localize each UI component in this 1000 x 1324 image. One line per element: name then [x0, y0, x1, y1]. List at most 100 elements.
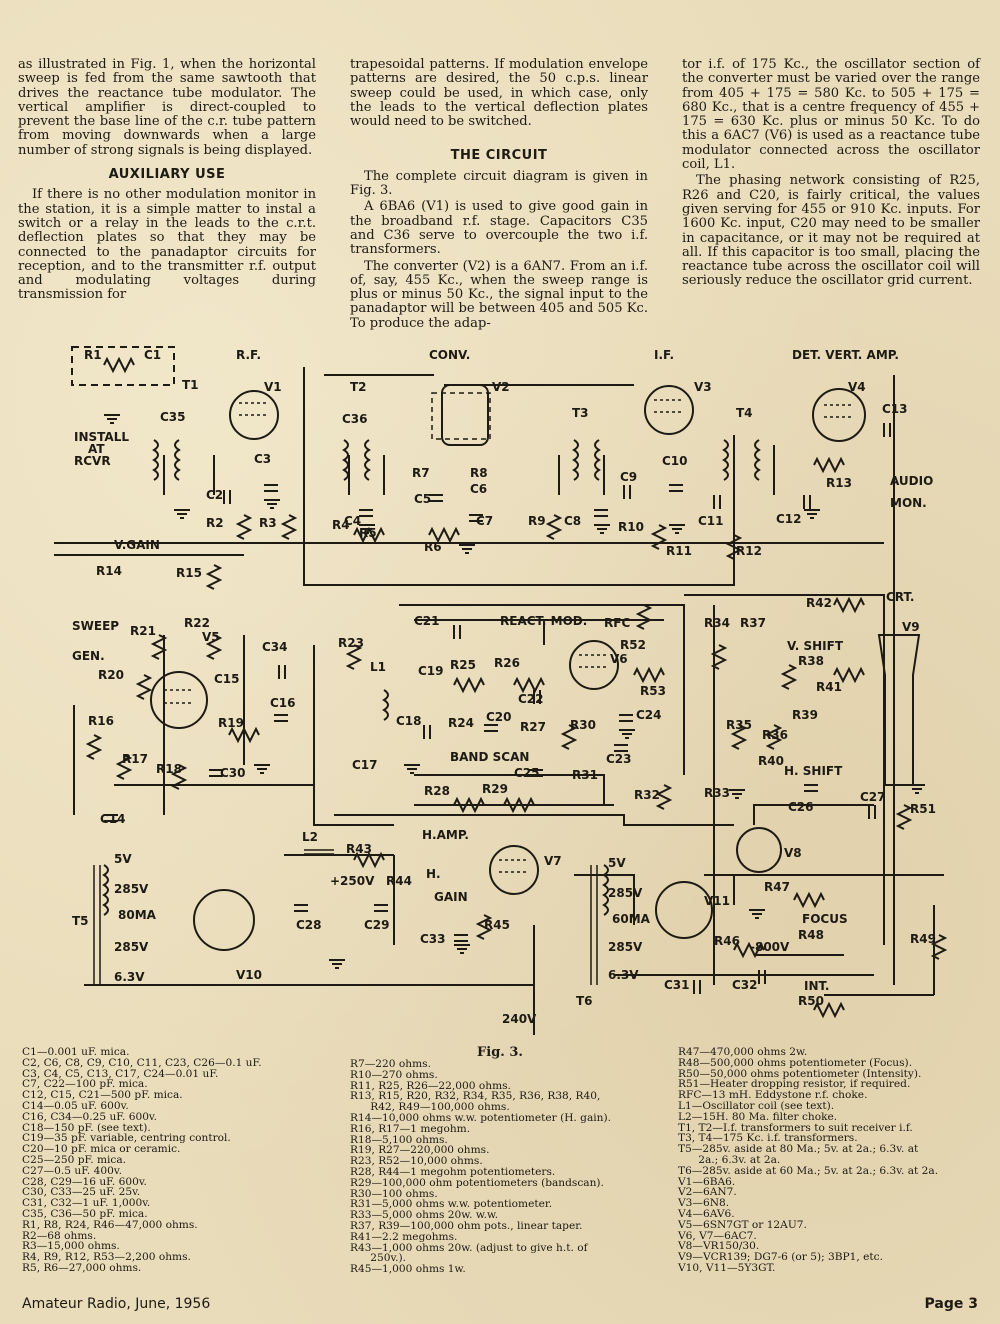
schematic-label: T1	[182, 378, 199, 392]
schematic-label: R43	[346, 842, 372, 856]
schematic-label: V2	[492, 380, 510, 394]
schematic-label: R35	[726, 718, 752, 732]
schematic-label: C15	[214, 672, 240, 686]
schematic-label: C6	[470, 482, 487, 496]
schematic-label: R26	[494, 656, 520, 670]
schematic-label: CONV.	[429, 348, 470, 362]
parts-column-1: C1—0.001 uF. mica.C2, C6, C8, C9, C10, C…	[22, 1047, 332, 1287]
parts-list-entry: R48—500,000 ohms potentiometer (Focus).	[678, 1056, 913, 1069]
parts-list-entry: R28, R44—1 megohm potentiometers.	[350, 1165, 556, 1178]
schematic-label: C22	[518, 692, 544, 706]
schematic-label: L1	[370, 660, 386, 674]
schematic-label: C32	[732, 978, 758, 992]
parts-list-entry: R10—270 ohms.	[350, 1068, 438, 1081]
schematic-label: T2	[350, 380, 367, 394]
schematic-label: FOCUS	[802, 912, 848, 926]
schematic-label: R18	[156, 762, 182, 776]
schematic-label: C25	[514, 766, 540, 780]
parts-list-entry: C30, C33—25 uF. 25v.	[22, 1186, 141, 1199]
schematic-label: I.F.	[654, 348, 674, 362]
schematic-label: R48	[798, 928, 824, 942]
schematic-label: R20	[98, 668, 124, 682]
schematic-label: 6.3V	[608, 968, 639, 982]
paragraph: A 6BA6 (V1) is used to give good gain in…	[350, 199, 648, 258]
parts-list-entry: V8—VR150/30.	[678, 1240, 760, 1253]
schematic-label: 285V	[608, 886, 643, 900]
parts-list-entry: L1—Oscillator coil (see text).	[678, 1099, 835, 1112]
circuit-symbols	[71, 346, 948, 1019]
page-footer: Amateur Radio, June, 1956 Page 3	[22, 1296, 978, 1312]
parts-list-entry: C35, C36—50 pF. mica.	[22, 1207, 148, 1220]
paragraph: tor i.f. of 175 Kc., the oscillator sect…	[682, 57, 980, 173]
schematic-label: R6	[424, 540, 442, 554]
paragraph: The phasing network consisting of R25, R…	[682, 173, 980, 289]
schematic-label: R5	[359, 526, 377, 540]
article-column-1: as illustrated in Fig. 1, when the horiz…	[18, 57, 316, 343]
schematic-label: C36	[342, 412, 368, 426]
schematic-label: V9	[902, 620, 920, 634]
schematic-label: GAIN	[434, 890, 468, 904]
schematic-label: C30	[220, 766, 246, 780]
schematic-label: 60MA	[612, 912, 651, 926]
parts-list-entry: R37, R39—100,000 ohm pots., linear taper…	[350, 1219, 583, 1232]
schematic-label: R53	[640, 684, 666, 698]
parts-list-entry: C12, C15, C21—500 pF. mica.	[22, 1089, 183, 1102]
schematic-label: C7	[476, 514, 493, 528]
schematic-label: C13	[882, 402, 908, 416]
schematic-label: C33	[420, 932, 446, 946]
parts-list-entry: C28, C29—16 uF. 600v.	[22, 1175, 147, 1188]
schematic-label: R47	[764, 880, 790, 894]
schematic-label: AUDIO	[890, 474, 933, 488]
schematic-label: R29	[482, 782, 508, 796]
schematic-label: V6	[610, 652, 628, 666]
parts-list-entry: 2a.; 6.3v. at 2a.	[678, 1153, 781, 1166]
section-heading-auxiliary-use: AUXILIARY USE	[108, 167, 226, 183]
parts-list-entry: R30—100 ohms.	[350, 1187, 438, 1200]
parts-list-entry: T1, T2—I.f. transformers to suit receive…	[678, 1121, 913, 1134]
schematic-label: R33	[704, 786, 730, 800]
schematic-label: C35	[160, 410, 186, 424]
article-text: as illustrated in Fig. 1, when the horiz…	[18, 57, 980, 343]
schematic-label: R24	[448, 716, 474, 730]
schematic-label: INT.	[804, 979, 829, 993]
parts-list-entry: R23, R52—10,000 ohms.	[350, 1155, 483, 1168]
schematic-label: R25	[450, 658, 476, 672]
schematic-label: C2	[206, 488, 223, 502]
schematic-label: T6	[576, 994, 593, 1008]
parts-list-entry: C1—0.001 uF. mica.	[22, 1046, 130, 1058]
schematic-label: R12	[736, 544, 762, 558]
parts-list-entry: R41—2.2 megohms.	[350, 1230, 458, 1243]
parts-list-entry: C18—150 pF. (see text).	[22, 1121, 151, 1134]
parts-list-entry: V3—6N8.	[678, 1197, 730, 1210]
article-column-3: tor i.f. of 175 Kc., the oscillator sect…	[682, 57, 980, 343]
schematic-label: H. SHIFT	[784, 764, 843, 778]
parts-list-entry: V1—6BA6.	[678, 1175, 736, 1188]
schematic-label: R16	[88, 714, 114, 728]
parts-list-entry: R18—5,100 ohms.	[350, 1133, 448, 1146]
schematic-label: C5	[414, 492, 431, 506]
parts-list-entry: R47—470,000 ohms 2w.	[678, 1046, 808, 1058]
schematic-label: L2	[302, 830, 318, 844]
schematic-label: R41	[816, 680, 842, 694]
schematic-label: REACT. MOD.	[500, 614, 587, 628]
schematic-label: R51	[910, 802, 936, 816]
page-number: Page 3	[924, 1296, 978, 1312]
schematic-label: R3	[259, 516, 277, 530]
schematic-label: C19	[418, 664, 444, 678]
schematic-label: RCVR	[74, 454, 111, 468]
schematic-label: C14	[100, 812, 126, 826]
schematic-label: R27	[520, 720, 546, 734]
parts-list-entry: R13, R15, R20, R32, R34, R35, R36, R38, …	[350, 1090, 601, 1103]
schematic-label: MON.	[890, 496, 927, 510]
schematic-label: R22	[184, 616, 210, 630]
parts-list-entry: RFC—13 mH. Eddystone r.f. choke.	[678, 1089, 868, 1102]
parts-list-entry: R16, R17—1 megohm.	[350, 1122, 471, 1135]
parts-list-entry: T5—285v. aside at 80 Ma.; 5v. at 2a.; 6.…	[678, 1143, 919, 1156]
schematic-label: R10	[618, 520, 644, 534]
schematic-label: C4	[344, 514, 361, 528]
schematic-label: R36	[762, 728, 788, 742]
parts-list-entry: R2—68 ohms.	[22, 1229, 97, 1242]
schematic-label: C29	[364, 918, 390, 932]
schematic-label: C23	[606, 752, 632, 766]
